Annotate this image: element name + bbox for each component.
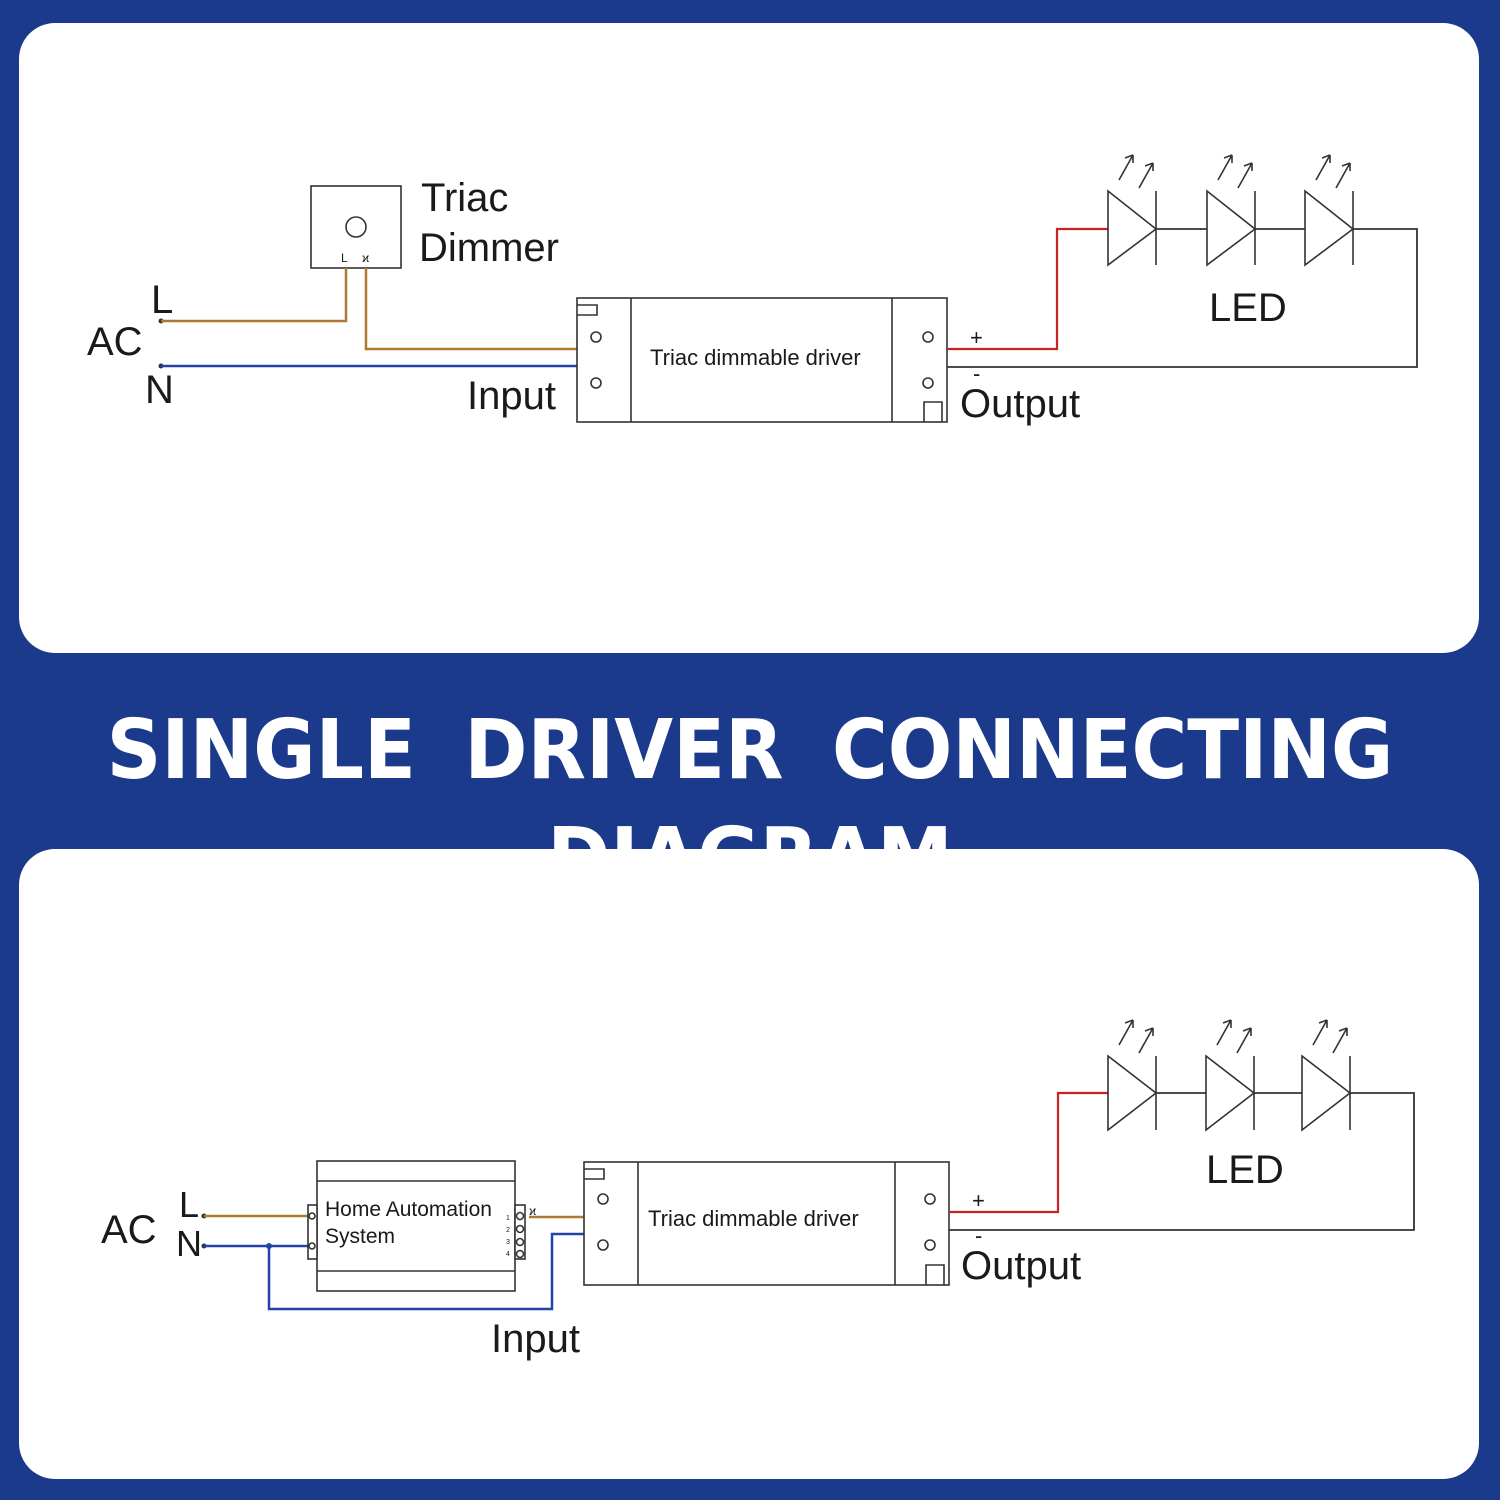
bottom-driver: Triac dimmable driver xyxy=(583,1161,950,1286)
top-dimmer-terminal-l: L xyxy=(341,251,348,265)
bottom-terminal-3: 3 xyxy=(506,1239,510,1246)
top-input-label: Input xyxy=(467,374,556,418)
bottom-system-label-2: System xyxy=(325,1225,395,1248)
top-ac-label: AC xyxy=(87,320,143,364)
bottom-neutral-wire-to-driver xyxy=(267,1232,584,1311)
bottom-terminal-1: 1 xyxy=(506,1215,510,1222)
bottom-positive-wire xyxy=(949,1091,1108,1214)
bottom-diagram-svg: AC L N Home Automation System 1 2 3 xyxy=(101,1019,1415,1361)
bottom-driver-label: Triac dimmable driver xyxy=(648,1206,859,1231)
top-output-label: Output xyxy=(960,382,1080,426)
top-led-3 xyxy=(1304,154,1355,267)
diagram-banner-title: SINGLE DRIVER CONNECTING DIAGRAM xyxy=(106,701,1394,905)
top-dimmer-title-2: Dimmer xyxy=(419,226,559,270)
bottom-terminal-dim: ϰ xyxy=(529,1204,536,1218)
bottom-wiring-diagram: AC L N Home Automation System 1 2 3 xyxy=(19,849,1479,1479)
top-dimmed-wire-to-driver xyxy=(364,268,577,351)
bottom-input-label: Input xyxy=(491,1317,580,1361)
top-neutral-label: N xyxy=(145,368,174,412)
top-driver-label: Triac dimmable driver xyxy=(650,345,861,370)
top-dimmer-terminal-dim: ϰ xyxy=(362,251,369,265)
top-minus-label: - xyxy=(973,361,980,386)
top-wiring-diagram: AC L N L ϰ Triac Dimmer Triac dimmable d… xyxy=(19,23,1479,653)
bottom-terminal-4: 4 xyxy=(506,1251,510,1258)
bottom-terminal-2: 2 xyxy=(506,1227,510,1234)
bottom-ac-label: AC xyxy=(101,1208,157,1252)
top-led-1 xyxy=(1107,154,1158,267)
top-dimmer-box xyxy=(310,185,402,269)
top-line-label: L xyxy=(151,278,173,322)
top-positive-wire xyxy=(947,227,1108,351)
bottom-neutral-label: N xyxy=(176,1223,202,1264)
bottom-led-2 xyxy=(1205,1019,1256,1132)
bottom-led-1 xyxy=(1107,1019,1158,1132)
bottom-output-label: Output xyxy=(961,1244,1081,1288)
bottom-minus-label: - xyxy=(975,1223,982,1248)
bottom-led-label: LED xyxy=(1206,1148,1284,1192)
bottom-system-label-1: Home Automation xyxy=(325,1198,492,1221)
bottom-line-label: L xyxy=(179,1184,199,1225)
top-driver: Triac dimmable driver xyxy=(576,297,948,423)
top-led-label: LED xyxy=(1209,286,1287,330)
top-dimmer-title-1: Triac xyxy=(421,176,508,220)
bottom-home-automation-box xyxy=(307,1160,526,1292)
bottom-negative-wire xyxy=(949,1092,1415,1231)
top-plus-label: + xyxy=(970,325,983,350)
top-negative-wire xyxy=(947,228,1418,368)
top-dimmer-knob xyxy=(345,216,367,238)
top-diagram-svg: AC L N L ϰ Triac Dimmer Triac dimmable d… xyxy=(87,154,1418,426)
bottom-plus-label: + xyxy=(972,1188,985,1213)
bottom-led-3 xyxy=(1301,1019,1352,1132)
top-led-2 xyxy=(1206,154,1257,267)
top-live-wire-to-dimmer xyxy=(161,268,348,323)
